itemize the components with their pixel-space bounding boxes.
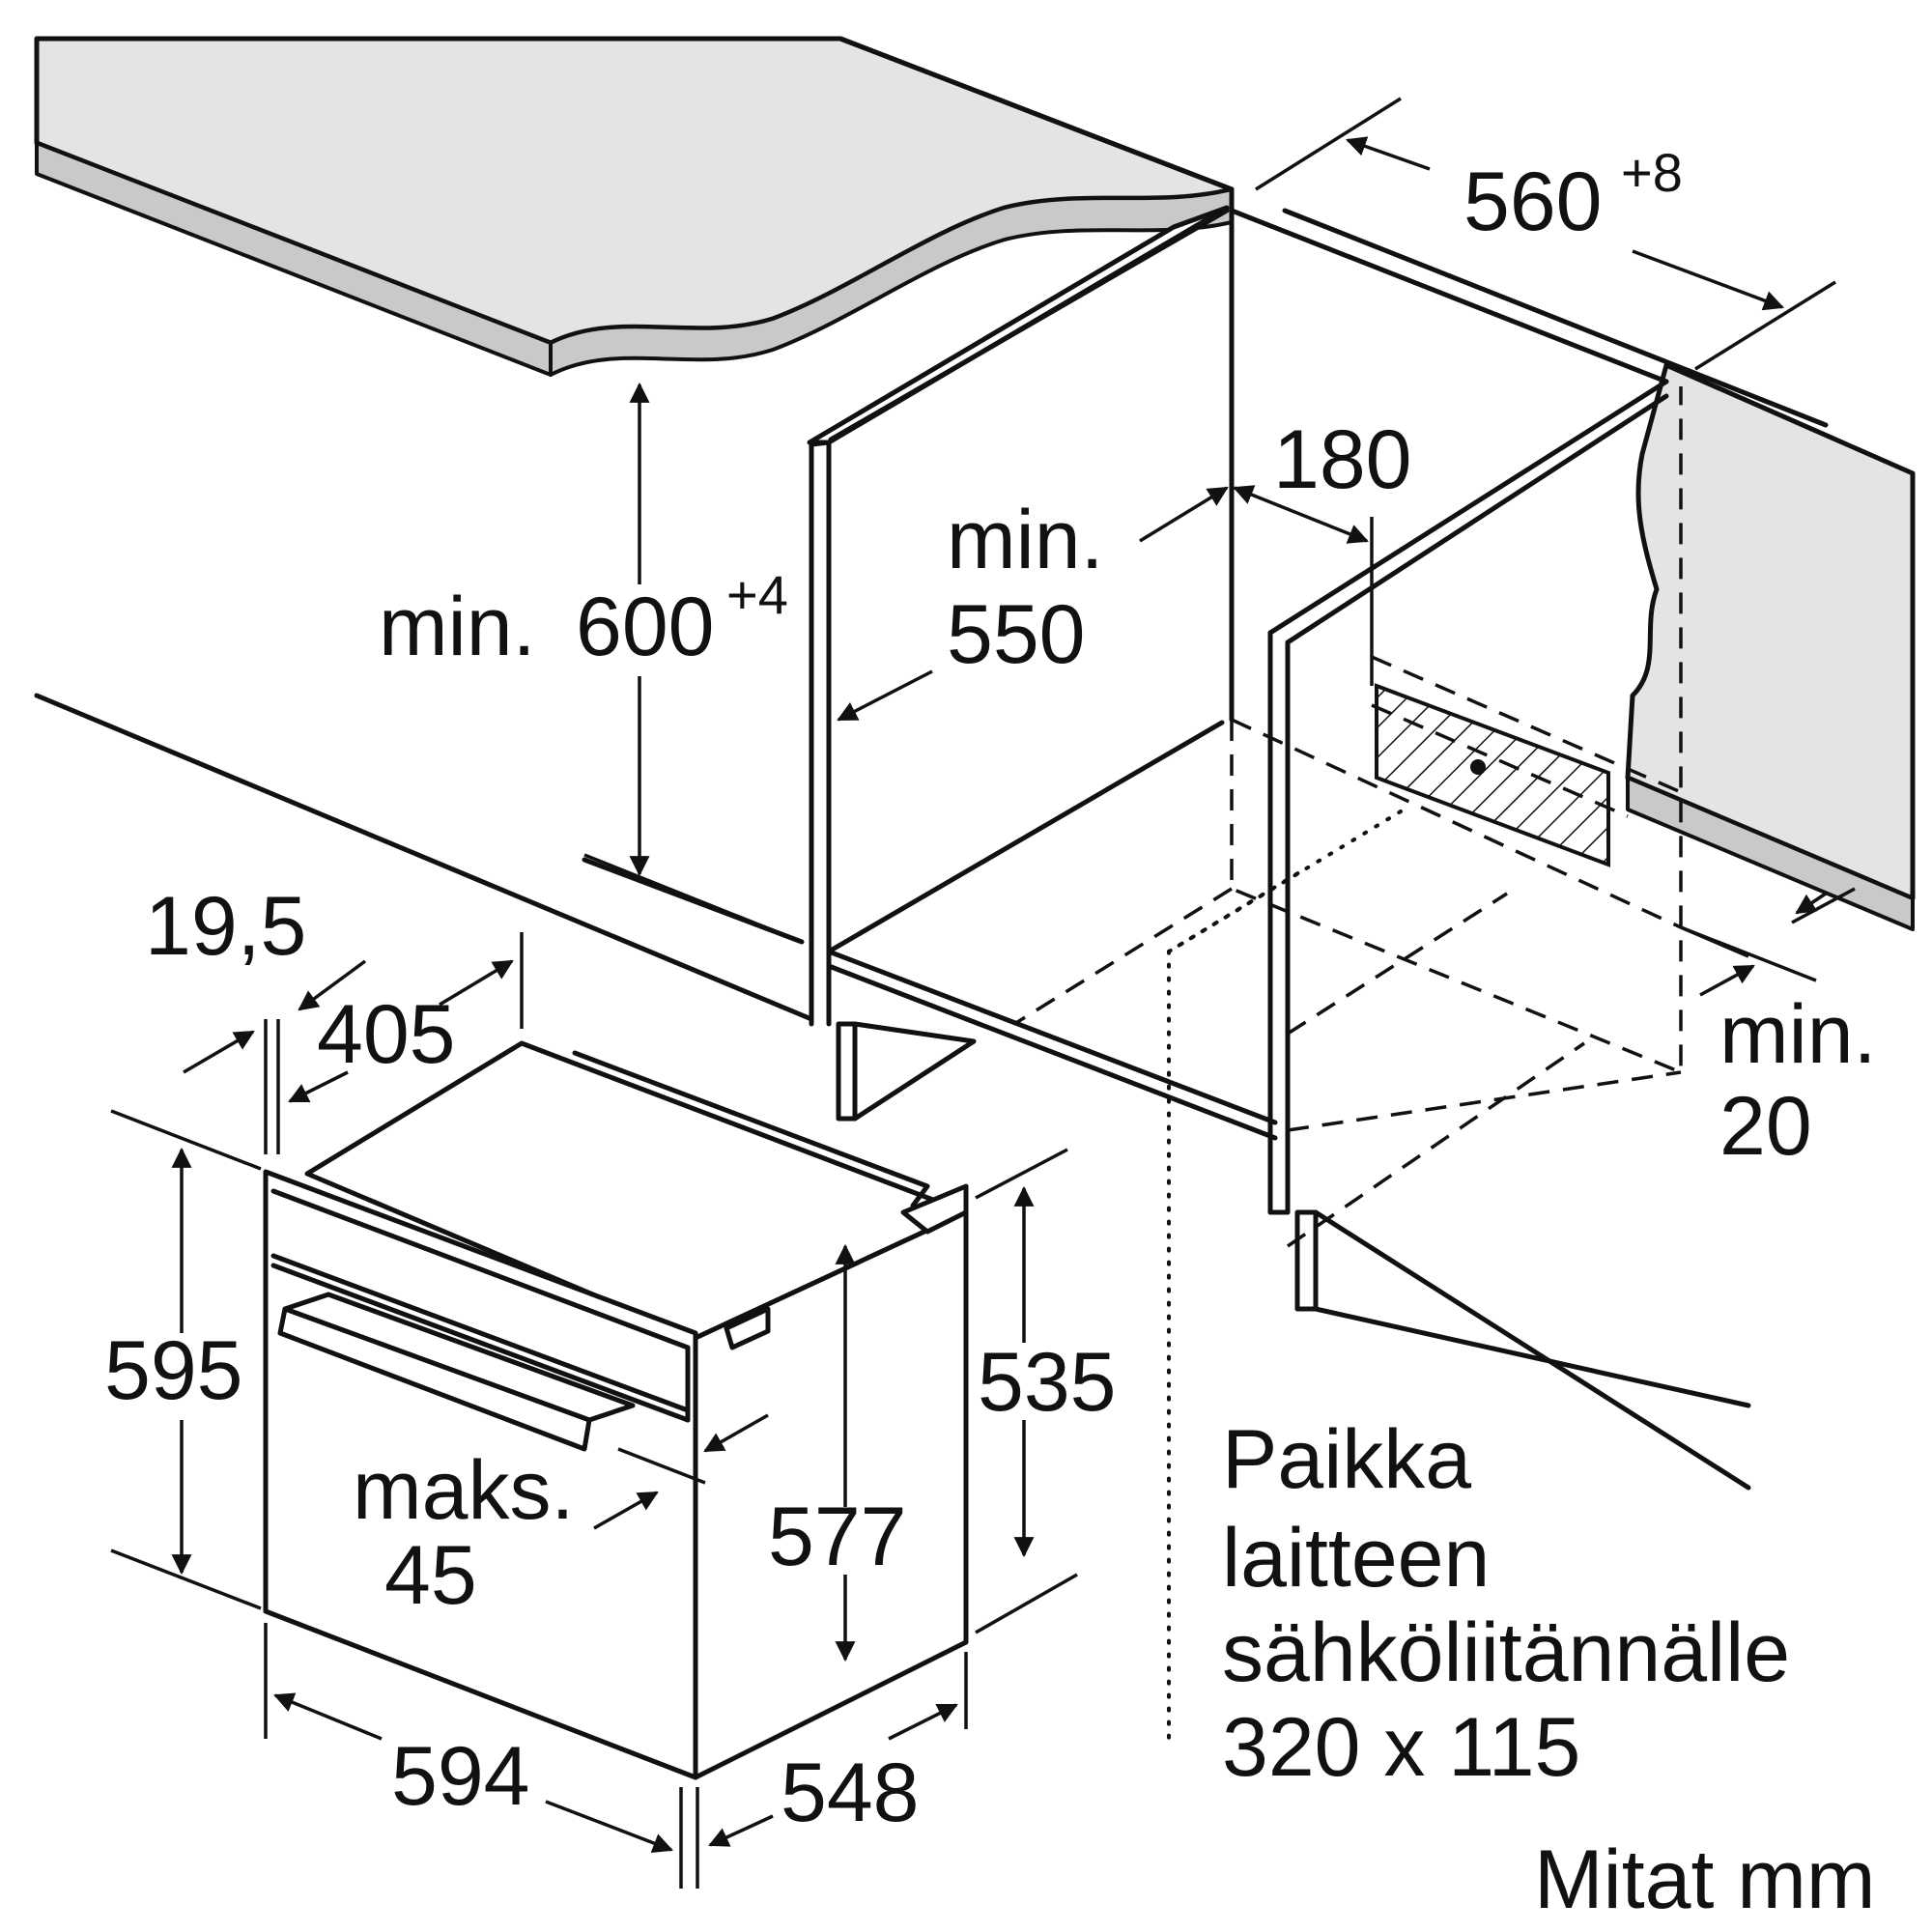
electrical-note: Paikka laitteen sähköliitännälle 320 x 1… <box>1222 1413 1790 1794</box>
dim-min20: 20 <box>1719 1080 1812 1173</box>
dim-45: 45 <box>384 1529 477 1622</box>
dim-595: 595 <box>104 1324 243 1417</box>
note-line-2: laitteen <box>1222 1512 1490 1605</box>
note-line-4: 320 x 115 <box>1222 1701 1580 1794</box>
dim-560-tolerance: +8 <box>1621 142 1683 203</box>
dim-594: 594 <box>391 1730 530 1823</box>
dim-560: 560 <box>1463 156 1603 248</box>
dimension-lines <box>110 97 1856 1889</box>
dim-45-label: maks. <box>353 1444 574 1537</box>
dim-535: 535 <box>978 1336 1117 1429</box>
dim-405: 405 <box>317 988 456 1081</box>
dim-180: 180 <box>1273 413 1412 506</box>
dim-548: 548 <box>781 1747 920 1839</box>
dim-min20-label: min. <box>1719 988 1876 1081</box>
countertop-back-edge <box>838 36 1235 192</box>
units-label: Mitat mm <box>1534 1833 1876 1926</box>
dim-550-label: min. <box>947 494 1103 586</box>
oven-appliance <box>263 1040 969 1780</box>
dim-600-tolerance: +4 <box>726 564 788 625</box>
note-line-3: sähköliitännälle <box>1222 1606 1790 1699</box>
note-line-1: Paikka <box>1222 1413 1471 1506</box>
right-countertop <box>1625 362 1916 931</box>
dim-600: 600 <box>576 581 715 673</box>
electrical-connection-zone <box>1167 517 1610 1750</box>
dim-19-5: 19,5 <box>145 880 306 973</box>
dim-550: 550 <box>947 588 1086 681</box>
countertop <box>34 36 1235 377</box>
dim-577: 577 <box>768 1491 907 1583</box>
cabinet-niche <box>34 186 1829 1491</box>
dim-600-prefix: min. <box>379 581 535 673</box>
